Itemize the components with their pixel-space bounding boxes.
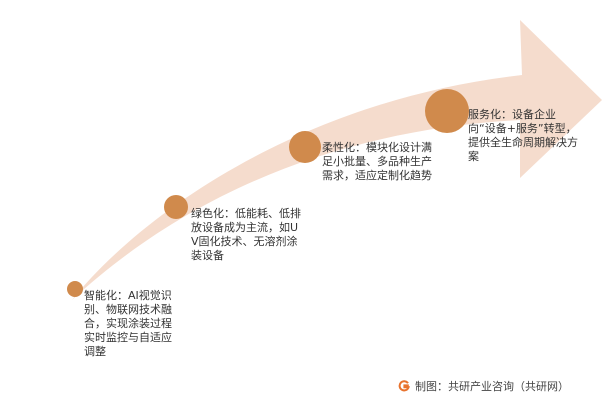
stage-2-label: 绿色化：低能耗、低排放设备成为主流，如UV固化技术、无溶剂涂装设备 [191, 207, 301, 262]
stage-3-label: 柔性化：模块化设计满足小批量、多品种生产需求，适应定制化趋势 [322, 141, 432, 182]
growth-arrow [72, 20, 602, 300]
gonyn-logo-icon [398, 380, 410, 392]
stage-3-marker [289, 131, 321, 163]
credit-text: 制图：共研产业咨询（共研网） [415, 380, 569, 393]
stage-1-marker [67, 281, 83, 297]
stage-4-marker [425, 89, 469, 133]
stage-1-label: 智能化：AI视觉识别、物联网技术融合，实现涂装过程实时监控与自适应调整 [84, 289, 172, 358]
source-credit: 制图：共研产业咨询（共研网） [398, 379, 569, 393]
stage-4-label: 服务化：设备企业向“设备+服务”转型，提供全生命周期解决方案 [468, 108, 578, 163]
stage-2-marker [164, 195, 188, 219]
